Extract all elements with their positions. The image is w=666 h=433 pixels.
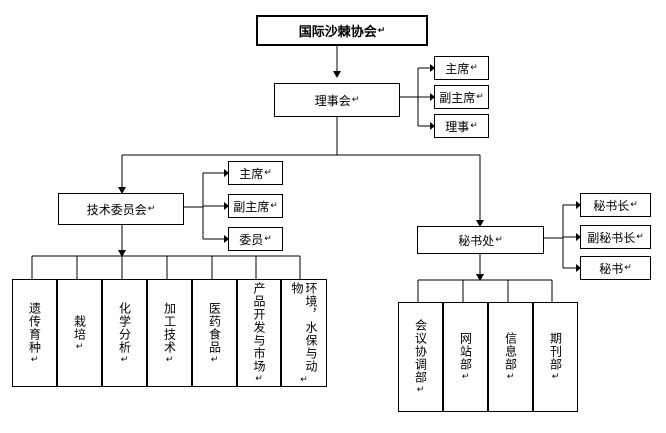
enter-mark-icon: ↵ [416,385,425,395]
member-label: 主席 [445,61,470,76]
member-label: 秘书长 [593,198,630,213]
member-label: 委员 [239,232,264,247]
tech-committee-node: 技术委员会↵ [58,193,184,225]
group-label: 医药食品 [207,301,222,354]
enter-mark-icon: ↵ [30,354,39,365]
tech-group-environment: 环境，水保与动物↵ [281,279,327,387]
member-label: 理事 [445,119,470,134]
group-label: 栽培 [72,314,87,341]
group-label: 遗传育种 [27,301,42,354]
tech-group-cultivation: 栽培↵ [57,279,102,387]
dept-label: 网站部 [458,332,473,371]
member-label: 副主席 [233,199,270,214]
tech-group-genetics-breeding: 遗传育种↵ [12,279,57,387]
tech-committee-label: 技术委员会 [86,202,147,217]
enter-mark-icon: ↵ [210,354,219,365]
dept-journal: 期刊部↵ [533,302,578,412]
dept-label: 会议协调部 [413,319,428,384]
secretariat-node: 秘书处↵ [417,226,544,254]
enter-mark-icon: ↵ [495,235,503,245]
secretariat-label: 秘书处 [458,233,495,248]
enter-mark-icon: ↵ [470,63,478,73]
enter-mark-icon: ↵ [147,204,156,214]
root-label: 国际沙棘协会 [298,25,377,40]
council-member-vice-chair: 副主席↵ [434,85,489,109]
dept-meeting-coordination: 会议协调部↵ [398,302,443,412]
tech-member-chair: 主席↵ [228,161,283,185]
council-member-chair: 主席↵ [434,56,489,80]
secretariat-member-secretary: 秘书↵ [580,256,651,280]
enter-mark-icon: ↵ [351,95,360,105]
enter-mark-icon: ↵ [377,25,386,36]
enter-mark-icon: ↵ [630,200,638,210]
dept-website: 网站部↵ [443,302,488,412]
enter-mark-icon: ↵ [476,92,484,102]
enter-mark-icon: ↵ [165,354,174,365]
enter-mark-icon: ↵ [636,232,644,242]
enter-mark-icon: ↵ [75,341,84,352]
root-node: 国际沙棘协会↵ [256,15,428,46]
group-label: 环境，水保与动物 [290,281,318,373]
enter-mark-icon: ↵ [300,374,308,385]
enter-mark-icon: ↵ [264,168,272,178]
enter-mark-icon: ↵ [255,374,263,384]
group-label: 产品开发与市场 [252,282,266,373]
dept-label: 期刊部 [548,332,563,371]
enter-mark-icon: ↵ [270,201,278,211]
enter-mark-icon: ↵ [120,354,129,365]
dept-information: 信息部↵ [488,302,533,412]
tech-group-processing: 加工技术↵ [147,279,192,387]
tech-member-member: 委员↵ [228,227,283,251]
group-label: 加工技术 [162,301,177,354]
tech-group-product-market: 产品开发与市场↵ [237,279,281,387]
enter-mark-icon: ↵ [264,234,272,244]
council-node: 理事会↵ [274,83,400,117]
enter-mark-icon: ↵ [624,263,632,273]
enter-mark-icon: ↵ [461,372,470,382]
tech-group-medicine-food: 医药食品↵ [192,279,237,387]
enter-mark-icon: ↵ [470,121,478,131]
enter-mark-icon: ↵ [506,372,515,382]
tech-member-vice-chair: 副主席↵ [228,194,283,218]
tech-group-chemical-analysis: 化学分析↵ [102,279,147,387]
member-label: 副秘书长 [587,230,636,245]
group-label: 化学分析 [117,301,132,354]
dept-label: 信息部 [503,332,518,371]
council-label: 理事会 [314,93,351,108]
council-member-director: 理事↵ [434,114,489,138]
member-label: 主席 [239,166,264,181]
member-label: 秘书 [599,261,624,276]
enter-mark-icon: ↵ [551,372,560,382]
secretariat-member-deputy: 副秘书长↵ [580,225,651,249]
member-label: 副主席 [439,90,476,105]
secretariat-member-secretary-general: 秘书长↵ [580,193,651,217]
